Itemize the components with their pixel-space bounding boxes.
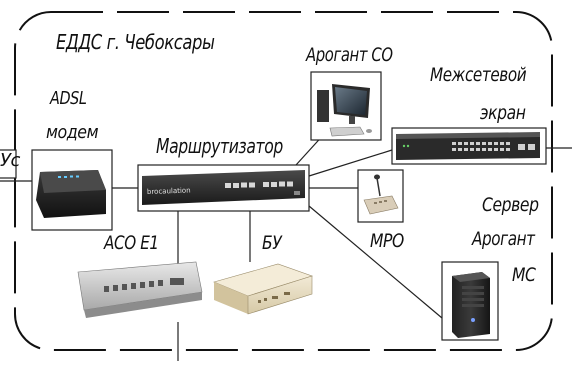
control-unit-icon — [213, 263, 313, 315]
diagram-title: ЕДДС г. Чебоксары — [56, 30, 215, 54]
label-adsl: ADSL — [50, 88, 87, 109]
label-left-cutoff: Уc — [0, 150, 20, 171]
workstation-icon — [310, 71, 382, 141]
label-bu: БУ — [262, 232, 282, 254]
server-tower-icon — [441, 261, 499, 341]
left-cutoff-box — [0, 149, 17, 179]
aco-e1-device-icon — [77, 261, 203, 318]
label-mro: МРО — [370, 230, 404, 252]
router-icon: brocaulation — [137, 164, 310, 212]
connections — [0, 131, 572, 361]
label-firewall-1: Межсетевой — [430, 64, 527, 86]
label-firewall-2: экран — [480, 102, 526, 124]
microphone-console-icon — [357, 169, 404, 223]
label-server-2: Арогант — [472, 228, 535, 250]
adsl-modem-icon — [31, 149, 113, 231]
router-brand-text: brocaulation — [147, 186, 191, 196]
label-server-1: Сервер — [482, 194, 539, 216]
label-arogant-co: Арогант СО — [306, 44, 393, 66]
label-server-3: МС — [512, 264, 536, 286]
label-aco-e1: АСО Е1 — [104, 232, 159, 254]
firewall-icon — [391, 127, 547, 165]
label-modem: модем — [46, 122, 99, 143]
label-router: Маршрутизатор — [156, 134, 283, 158]
